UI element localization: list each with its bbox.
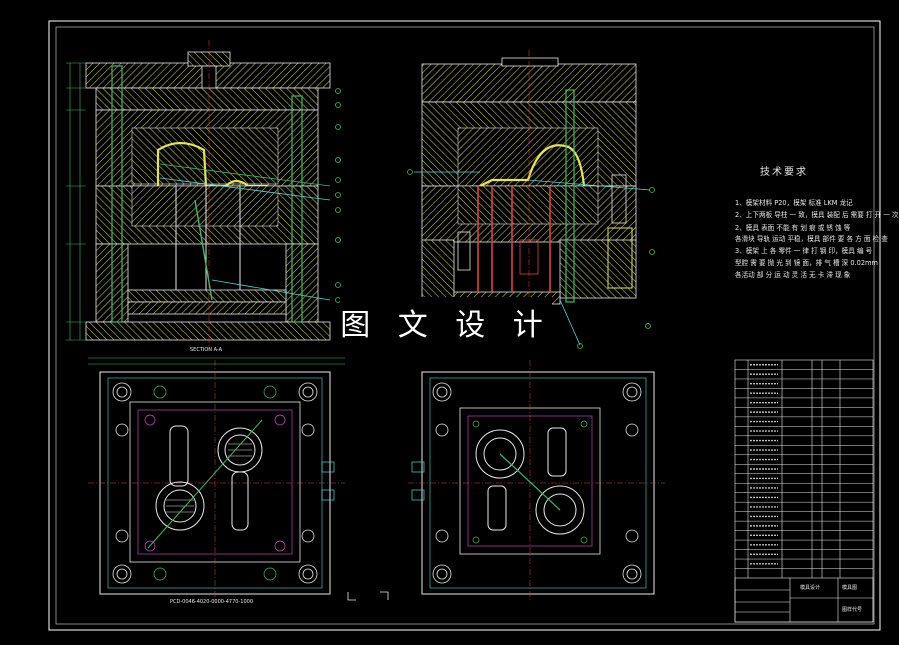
technical-requirement-line: 2、上下两板 导柱 一 致，模具 装配 后 需要 打 开 一 次 — [735, 211, 899, 219]
drawing-number-label: 图样代号 — [842, 607, 863, 613]
watermark: 图 文 设 计 — [340, 297, 552, 355]
drawing-name-label: 模具图 — [842, 585, 858, 591]
technical-requirement-line: 各滑块 导轨 运动 平稳，模具 部件 要 各 方 面 检 查 — [735, 235, 888, 243]
technical-requirement-line: 1、模架材料 P20，模架 标准 LKM 龙记 — [735, 199, 853, 207]
inner-border — [55, 26, 875, 625]
technical-requirement-line: 各活动 部 分 运 动 灵 活 无 卡 滞 现 象 — [735, 271, 851, 279]
outer-border — [48, 20, 881, 631]
title-block — [734, 359, 874, 623]
left-section-view — [66, 40, 341, 350]
technical-requirement-line: 2、模具 表面 不能 有 划 痕 或 锈 蚀 等 — [735, 224, 851, 232]
left-plan-view — [88, 357, 345, 600]
section-label: SECTION A-A — [190, 347, 223, 353]
technical-requirements-title: 技术要求 — [760, 167, 808, 178]
technical-requirement-line: 型腔 需 要 抛 光 到 镜 面，排 气 槽 深 0.02mm — [735, 259, 878, 267]
bom-rows — [735, 364, 873, 569]
design-label: 模具设计 — [800, 585, 821, 591]
view-marks — [347, 591, 389, 601]
technical-requirement-line: 3、模架 上 各 零件 一 律 打 钢 印，模具 编 号 — [735, 247, 873, 255]
plan-view-label: PCD-0046-4020-0000-4770-1000 — [170, 599, 254, 605]
right-plan-view — [408, 360, 665, 600]
